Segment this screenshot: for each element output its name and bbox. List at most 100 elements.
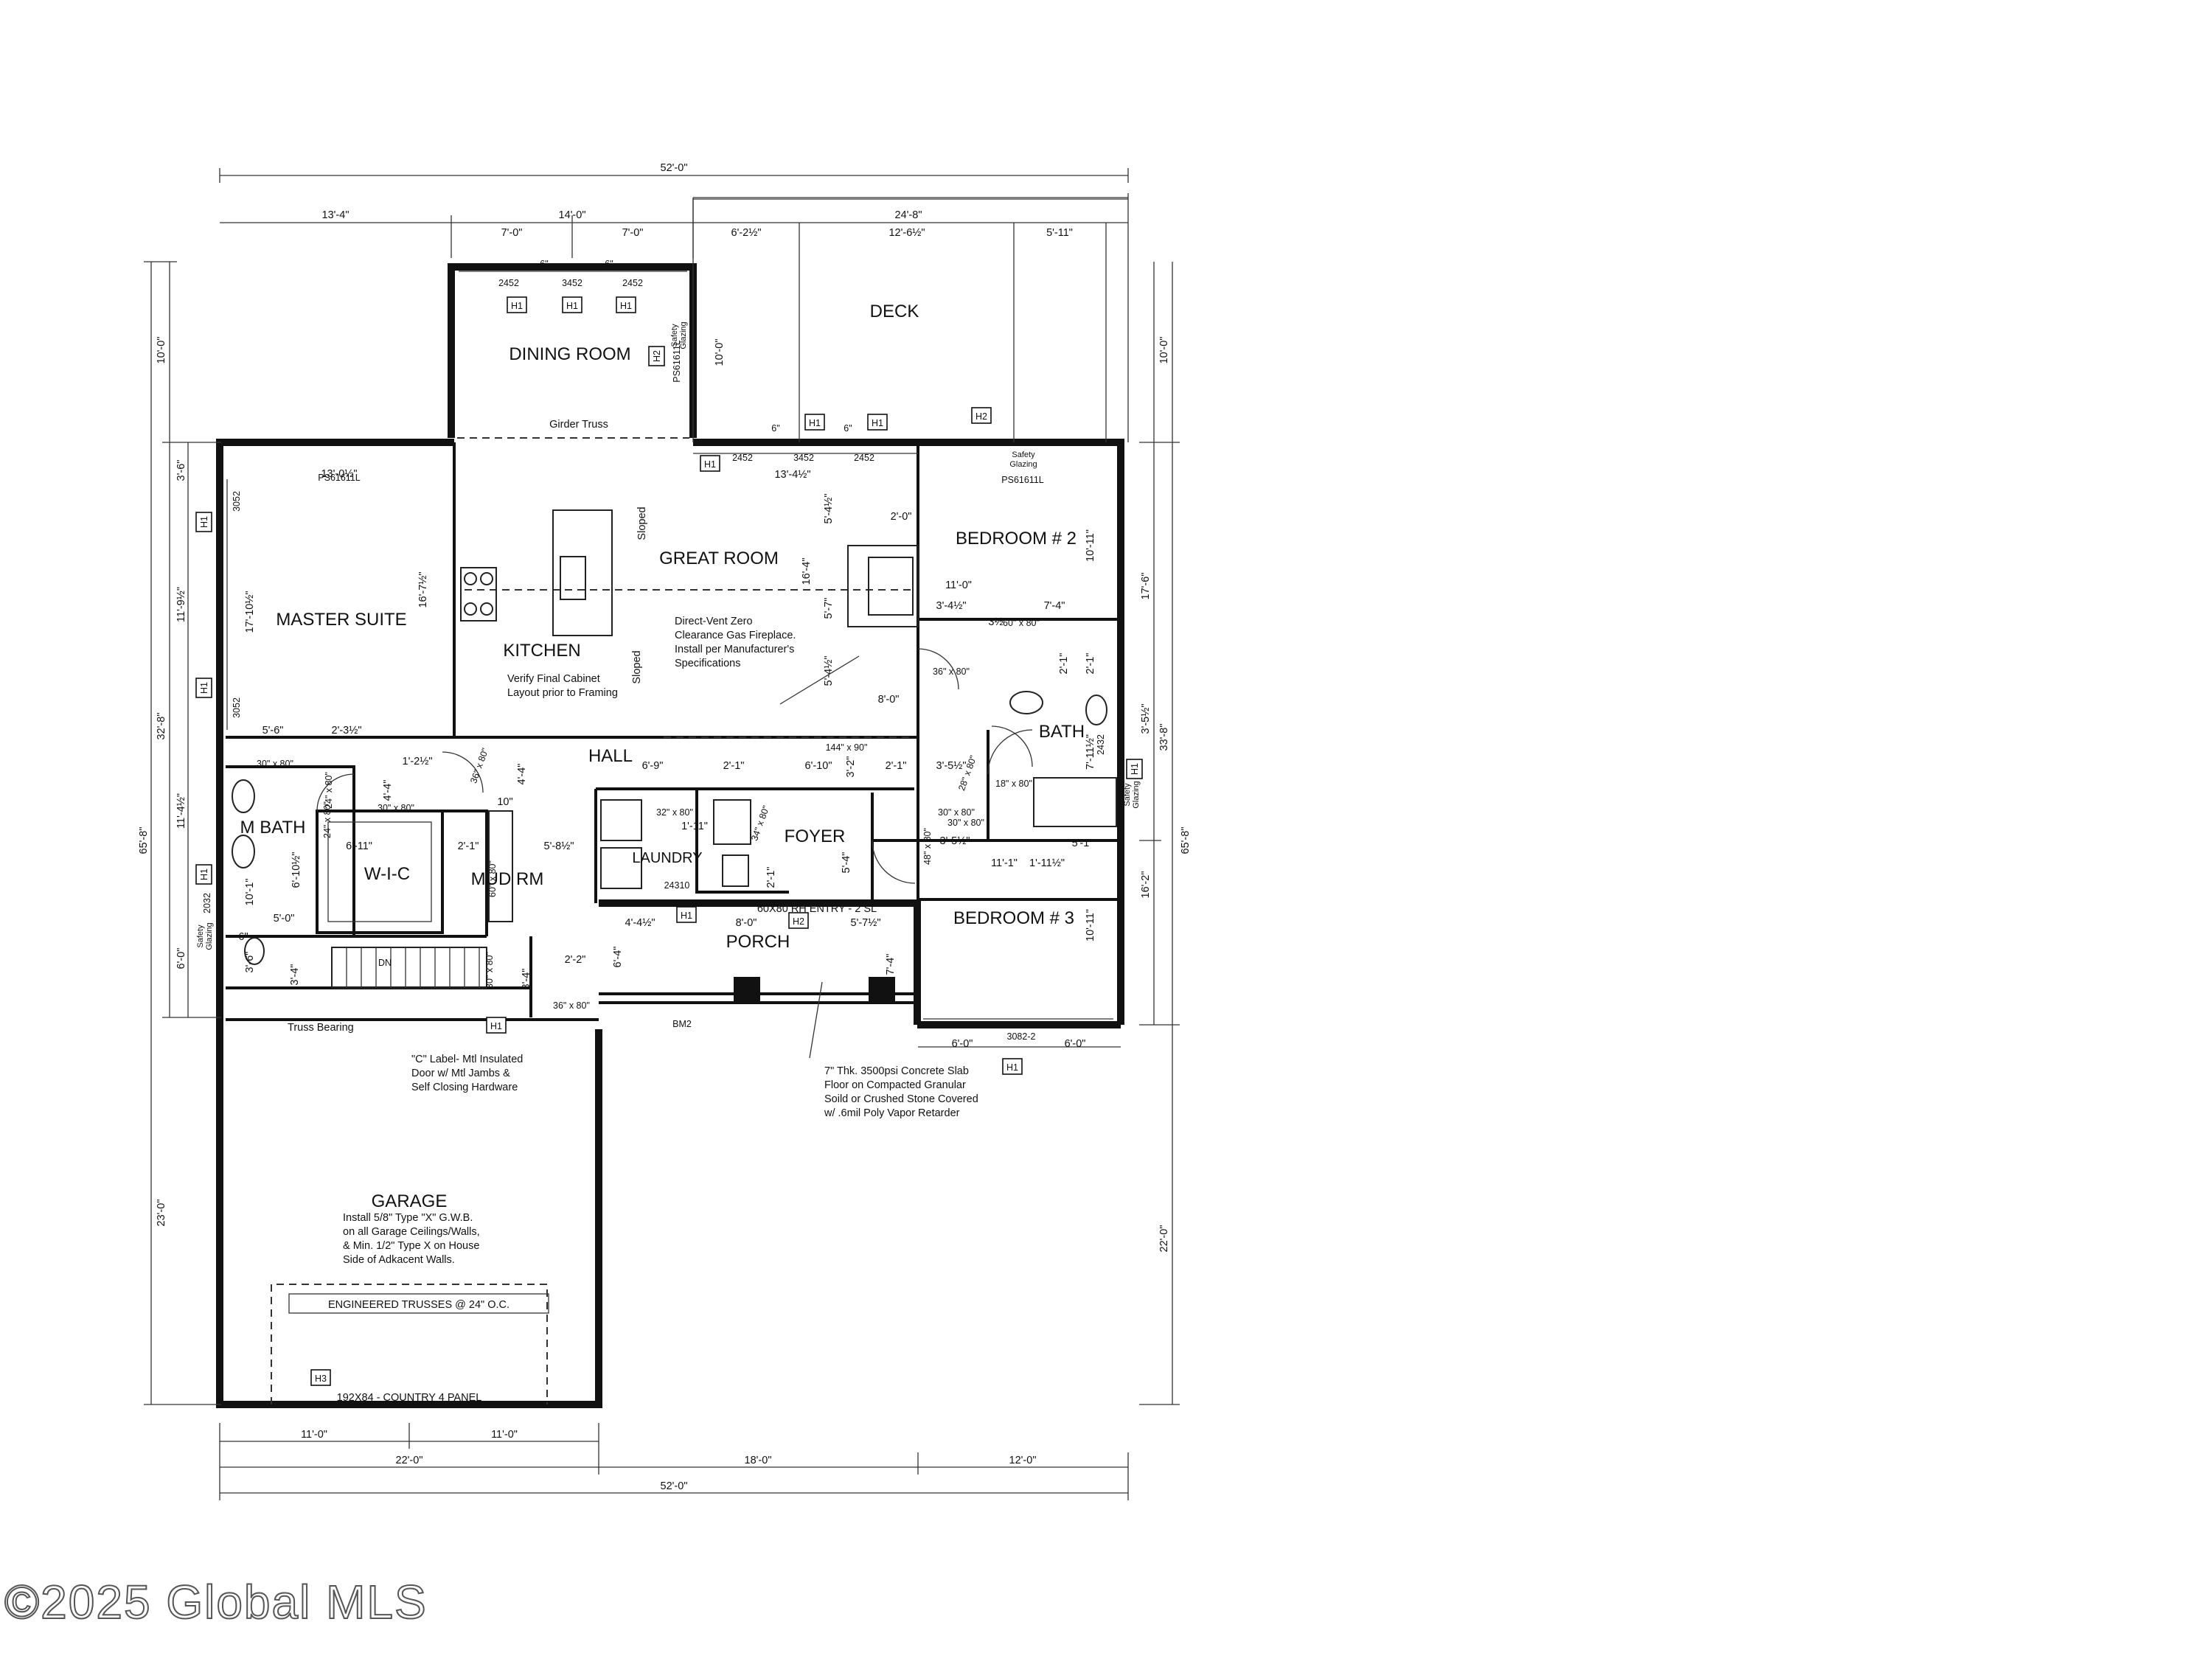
door-144x90: 144" x 90" (826, 742, 868, 753)
window-2032: 2032 (202, 893, 212, 913)
dim-left-23-0: 23'-0" (156, 1200, 167, 1227)
dim-left-10-0: 10'-0" (156, 337, 167, 364)
note-gwb-4: Side of Adkacent Walls. (343, 1254, 455, 1266)
dim-i-3-5-b: 3'-5½" (936, 760, 967, 772)
dim-i-5-4-a: 5'-4½" (823, 494, 835, 524)
dim-i-6-10-b: 6'-10½" (291, 852, 302, 888)
tag-h1-dining-3: H1 (620, 301, 632, 311)
notes: Girder Truss Sloped Sloped Direct-Vent Z… (196, 321, 1141, 1404)
dim-right-22-0: 22'-0" (1158, 1225, 1170, 1253)
note-slab-4: w/ .6mil Poly Vapor Retarder (824, 1107, 960, 1119)
dim-i-4-4-c: 4'-4" (382, 780, 394, 801)
dim-bottom-overall: 52'-0" (661, 1480, 688, 1492)
room-dining-room: DINING ROOM (509, 344, 630, 364)
dim-i-2-1-f: 2'-1" (765, 867, 777, 888)
note-slab-1: 7" Thk. 3500psi Concrete Slab (824, 1065, 969, 1077)
note-safety-glazing-bed2-1: Safety (1012, 450, 1035, 459)
dim-i-16-7: 16'-7½" (417, 571, 429, 608)
dim-six-2: 6" (605, 259, 613, 269)
note-garage-door: 192X84 - COUNTRY 4 PANEL (337, 1392, 482, 1404)
dim-i-16-4: 16'-4" (801, 558, 813, 585)
dims-right: 10'-0" 10'-0" 17'-6" 33'-8" 3'-5½" 65'-8… (714, 337, 1192, 1253)
dim-i-10-11-a: 10'-11" (1085, 529, 1096, 562)
note-trusses: ENGINEERED TRUSSES @ 24" O.C. (328, 1299, 509, 1311)
dim-i-8-0: 8'-0" (878, 694, 900, 706)
door-34x80: 34" x 80" (749, 804, 771, 843)
note-gwb-1: Install 5/8" Type "X" G.W.B. (343, 1212, 473, 1224)
room-mud-rm: MUD RM (471, 869, 544, 889)
dim-i-3-5: 3½" (988, 616, 1006, 628)
dim-i-3-4: 3'-4½" (936, 600, 967, 612)
dim-six-3: 6" (771, 423, 779, 434)
dim-i-10-11-b: 10'-11" (1085, 909, 1096, 941)
window-2452-c: 2452 (732, 453, 753, 463)
note-fireplace-1: Direct-Vent Zero (675, 616, 753, 627)
dim-i-4-4: 4'-4" (516, 764, 528, 785)
tag-bm2: BM2 (672, 1019, 692, 1029)
dim-i-3-5-c: 3'-5½" (940, 835, 970, 847)
dim-bottom-11-0-a: 11'-0" (301, 1429, 327, 1441)
window-2452-a: 2452 (498, 278, 519, 288)
fixtures (232, 509, 1117, 1404)
watermark: ©2025 Global MLS (4, 1576, 428, 1629)
dim-bottom-12-0: 12'-0" (1009, 1455, 1037, 1466)
window-3082: 3082-2 (1007, 1031, 1036, 1042)
room-laundry: LAUNDRY (632, 850, 702, 866)
room-m-bath: M BATH (240, 818, 306, 838)
note-slab-2: Floor on Compacted Granular (824, 1079, 966, 1091)
room-porch: PORCH (726, 932, 790, 952)
tag-h1-bath: H1 (1130, 763, 1140, 775)
room-great-room: GREAT ROOM (659, 549, 779, 568)
dim-i-1-11: 1'-11" (681, 821, 708, 832)
note-safety-glazing-bath-1: Safety (1123, 783, 1132, 807)
dim-i-6-9: 6'-9" (642, 760, 664, 772)
tag-h1-porch: H1 (681, 911, 692, 921)
dim-i-10-1: 10'-1" (244, 879, 256, 906)
note-c-label-1: "C" Label- Mtl Insulated (411, 1054, 523, 1065)
dim-right-65-8: 65'-8" (1180, 827, 1192, 854)
dim-i-6-11: 6'-11" (346, 840, 372, 852)
window-3052-b: 3052 (232, 697, 242, 718)
room-bedroom-2: BEDROOM # 2 (956, 529, 1077, 549)
dim-i-5-4-b: 5'-4½" (823, 656, 835, 686)
tag-h1-master-2: H1 (199, 682, 209, 694)
door-60x80-a: 60" x 80" (487, 860, 498, 897)
door-30x80-b: 30" x 80" (378, 803, 414, 813)
note-fireplace-2: Clearance Gas Fireplace. (675, 630, 796, 641)
window-3452-b: 3452 (793, 453, 814, 463)
dim-right-33-8: 33'-8" (1158, 724, 1170, 751)
dim-six-1: 6" (540, 259, 548, 269)
dim-i-3-4-b: 3'-4" (289, 964, 301, 986)
note-fireplace-4: Specifications (675, 658, 740, 669)
dims-left: 10'-0" 3'-6" 11'-9½" 32'-8" 11'-4½" 6'-0… (138, 337, 187, 1227)
note-gwb-2: on all Garage Ceilings/Walls, (343, 1226, 480, 1238)
door-36x80-b: 36" x 80" (933, 666, 970, 677)
note-c-label-3: Self Closing Hardware (411, 1082, 518, 1093)
dim-i-5-8: 5'-8½" (544, 840, 574, 852)
note-slab-3: Soild or Crushed Stone Covered (824, 1093, 978, 1105)
window-marks (226, 271, 1113, 1020)
room-foyer: FOYER (785, 826, 846, 846)
dim-i-2-2: 2'-2" (565, 954, 586, 966)
tag-h2-foyer: H2 (793, 916, 804, 927)
dims-interior: 13'-4½" 13'-0½" 16'-7½" 17'-10½" 16'-4" … (238, 468, 1096, 1050)
note-cabinet-2: Layout prior to Framing (507, 687, 618, 699)
dim-i-6-10: 6'-10" (805, 760, 832, 772)
stairs (331, 947, 487, 989)
dim-i-2-1-b: 2'-1" (1085, 653, 1096, 675)
note-ps-master: PS61611L (318, 473, 361, 483)
room-wic: W-I-C (364, 864, 410, 884)
dim-i-6-0-a: 6'-0" (952, 1038, 973, 1050)
dim-i-11-0: 11'-0" (945, 579, 972, 591)
door-24x80-a: 24" x 80" (324, 772, 334, 809)
dim-i-5-0: 5'-0" (274, 913, 295, 925)
door-32x80: 32" x 80" (656, 807, 693, 818)
dim-i-2-1-c: 2'-1" (723, 760, 745, 772)
window-24310: 24310 (664, 880, 690, 891)
window-2432: 2432 (1096, 734, 1106, 755)
dim-left-6-0: 6'-0" (175, 948, 187, 969)
dim-i-6-0-b: 6'-0" (1065, 1038, 1086, 1050)
room-hall: HALL (588, 746, 633, 766)
tag-h1-deck-2: H1 (872, 418, 883, 428)
